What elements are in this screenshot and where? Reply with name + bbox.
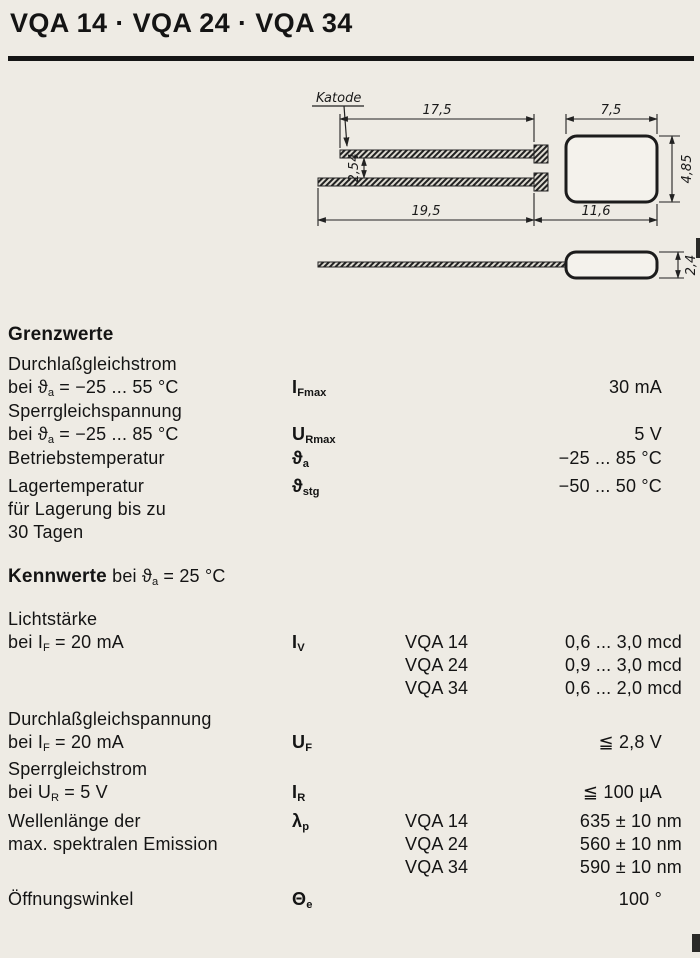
dim-11-6-label: 11,6 — [582, 204, 611, 219]
dim-lead-gap: 2,54 — [347, 154, 367, 183]
param-label-line1: Durchlaßgleichstrom — [8, 354, 177, 374]
spec-row-betriebstemperatur: Betriebstemperatur ϑa −25 ... 85 °C — [8, 447, 692, 470]
variant-value: 0,6 ... 2,0 mcd — [564, 678, 682, 698]
param-symbol: ϑstg — [292, 476, 320, 499]
katode-callout: Katode — [312, 91, 364, 147]
param-label: Lichtstärke bei IF = 20 mA — [8, 608, 692, 660]
param-label-line2: für Lagerung bis zu — [8, 499, 166, 519]
variant-name: VQA 34 — [405, 678, 469, 698]
param-label: Lagertemperatur für Lagerung bis zu 30 T… — [8, 475, 692, 544]
param-label-line1: Lichtstärke — [8, 609, 98, 629]
page-title: VQA 14 · VQA 24 · VQA 34 — [10, 8, 353, 38]
dim-4-85-label: 4,85 — [680, 155, 695, 184]
param-label-line1: Wellenlänge der — [8, 811, 141, 831]
param-symbol: IFmax — [292, 377, 327, 400]
heading-bold: Kennwerte — [8, 566, 107, 587]
variant-name: VQA 14 — [405, 811, 469, 831]
package-drawing: Katode 17,5 7,5 2,54 4,85 — [312, 91, 698, 280]
dim-7-5-label: 7,5 — [601, 103, 622, 118]
param-label-line3: 30 Tagen — [8, 522, 84, 542]
variant-line: VQA 14 0,6 ... 3,0 mcd — [405, 631, 682, 654]
dim-small-dia: 2,4 — [659, 251, 698, 279]
variant-name: VQA 24 — [405, 655, 469, 675]
param-symbol: ϑa — [292, 448, 309, 471]
variant-line: VQA 24 560 ± 10 nm — [405, 833, 682, 856]
scan-artifact — [692, 934, 700, 952]
param-value: −25 ... 85 °C — [558, 448, 662, 468]
dim-17-5-label: 17,5 — [423, 103, 452, 118]
variant-name: VQA 14 — [405, 632, 469, 652]
param-symbol: UF — [292, 732, 313, 755]
title-rule — [8, 56, 694, 61]
dim-body-top: 7,5 — [565, 103, 658, 134]
heading-condition: bei ϑa = 25 °C — [106, 566, 226, 589]
variant-value: 0,9 ... 3,0 mcd — [564, 655, 682, 675]
section-heading-kennwerte: Kennwerte bei ϑa = 25 °C — [8, 566, 226, 588]
param-symbol: IR — [292, 782, 306, 805]
led-body — [564, 134, 659, 204]
param-value: 100 ° — [618, 889, 662, 909]
param-symbol: λp — [292, 811, 310, 834]
param-label-line1: Sperrgleichstrom — [8, 759, 148, 779]
dim-19-5-label: 19,5 — [412, 204, 441, 219]
param-label: Sperrgleichstrom bei UR = 5 V — [8, 758, 692, 810]
param-condition: bei ϑa = −25 ... 85 °C — [8, 424, 179, 447]
param-label: Durchlaßgleichspannung bei IF = 20 mA — [8, 708, 692, 760]
variant-name: VQA 34 — [405, 857, 469, 877]
dim-2-54-label: 2,54 — [347, 154, 362, 183]
param-symbol: URmax — [292, 424, 336, 447]
variant-line: VQA 34 590 ± 10 nm — [405, 856, 682, 879]
spec-row-lichtstaerke: Lichtstärke bei IF = 20 mA IV VQA 14 0,6 … — [8, 608, 692, 698]
spec-row-durchlassgleichspannung: Durchlaßgleichspannung bei IF = 20 mA UF… — [8, 708, 692, 760]
spec-row-oeffnungswinkel: Öffnungswinkel Θe 100 ° — [8, 888, 692, 911]
spec-row-sperrgleichstrom: Sperrgleichstrom bei UR = 5 V IR ≦ 100 µ… — [8, 758, 692, 810]
param-value: 5 V — [634, 424, 662, 444]
variant-name: VQA 24 — [405, 834, 469, 854]
second-view — [317, 250, 659, 280]
dim-body-bottom: 11,6 — [533, 204, 658, 226]
spec-row-sperrgleichspannung: Sperrgleichspannung bei ϑa = −25 ... 85 … — [8, 400, 692, 452]
variant-line: VQA 24 0,9 ... 3,0 mcd — [405, 654, 682, 677]
param-symbol: IV — [292, 632, 305, 655]
param-label: Sperrgleichspannung bei ϑa = −25 ... 85 … — [8, 400, 692, 452]
katode-label: Katode — [316, 91, 361, 106]
param-label: Wellenlänge der max. spektralen Emission — [8, 810, 692, 856]
param-label-line1: Öffnungswinkel — [8, 889, 134, 909]
variant-value: 590 ± 10 nm — [579, 857, 682, 877]
dim-2-4-label: 2,4 — [684, 255, 698, 276]
param-label-line1: Lagertemperatur — [8, 476, 145, 496]
variant-value: 0,6 ... 3,0 mcd — [564, 632, 682, 652]
variant-line: VQA 14 635 ± 10 nm — [405, 810, 682, 833]
section-heading-grenzwerte: Grenzwerte — [8, 324, 114, 345]
param-condition: bei ϑa = −25 ... 55 °C — [8, 377, 179, 400]
variant-value: 635 ± 10 nm — [579, 811, 682, 831]
param-condition: bei IF = 20 mA — [8, 632, 124, 655]
param-condition: bei UR = 5 V — [8, 782, 108, 805]
param-label-line1: Sperrgleichspannung — [8, 401, 182, 421]
param-label: Durchlaßgleichstrom bei ϑa = −25 ... 55 … — [8, 353, 692, 405]
spec-row-durchlassgleichstrom: Durchlaßgleichstrom bei ϑa = −25 ... 55 … — [8, 353, 692, 405]
dim-lead-bottom: 19,5 — [317, 188, 535, 226]
dim-lead-top: 17,5 — [339, 103, 535, 148]
param-label-line1: Durchlaßgleichspannung — [8, 709, 212, 729]
param-symbol: Θe — [292, 889, 313, 912]
param-value: ≦ 2,8 V — [598, 732, 662, 752]
cathode-lead — [339, 144, 549, 164]
param-label-line2: max. spektralen Emission — [8, 834, 218, 854]
scan-artifact — [696, 238, 700, 258]
param-label-line1: Betriebstemperatur — [8, 448, 165, 468]
param-value: 30 mA — [608, 377, 662, 397]
variant-value: 560 ± 10 nm — [579, 834, 682, 854]
variant-values: VQA 14 0,6 ... 3,0 mcd VQA 24 0,9 ... 3,0 … — [405, 631, 682, 700]
spec-row-lagertemperatur: Lagertemperatur für Lagerung bis zu 30 T… — [8, 475, 692, 544]
spec-row-wellenlaenge: Wellenlänge der max. spektralen Emission… — [8, 810, 692, 877]
dim-body-dia: 4,85 — [659, 135, 695, 203]
param-condition: bei IF = 20 mA — [8, 732, 124, 755]
anode-lead — [317, 172, 549, 192]
param-value: −50 ... 50 °C — [558, 476, 662, 496]
param-value: ≦ 100 µA — [582, 782, 662, 802]
variant-values: VQA 14 635 ± 10 nm VQA 24 560 ± 10 nm VQA … — [405, 810, 682, 879]
variant-line: VQA 34 0,6 ... 2,0 mcd — [405, 677, 682, 700]
